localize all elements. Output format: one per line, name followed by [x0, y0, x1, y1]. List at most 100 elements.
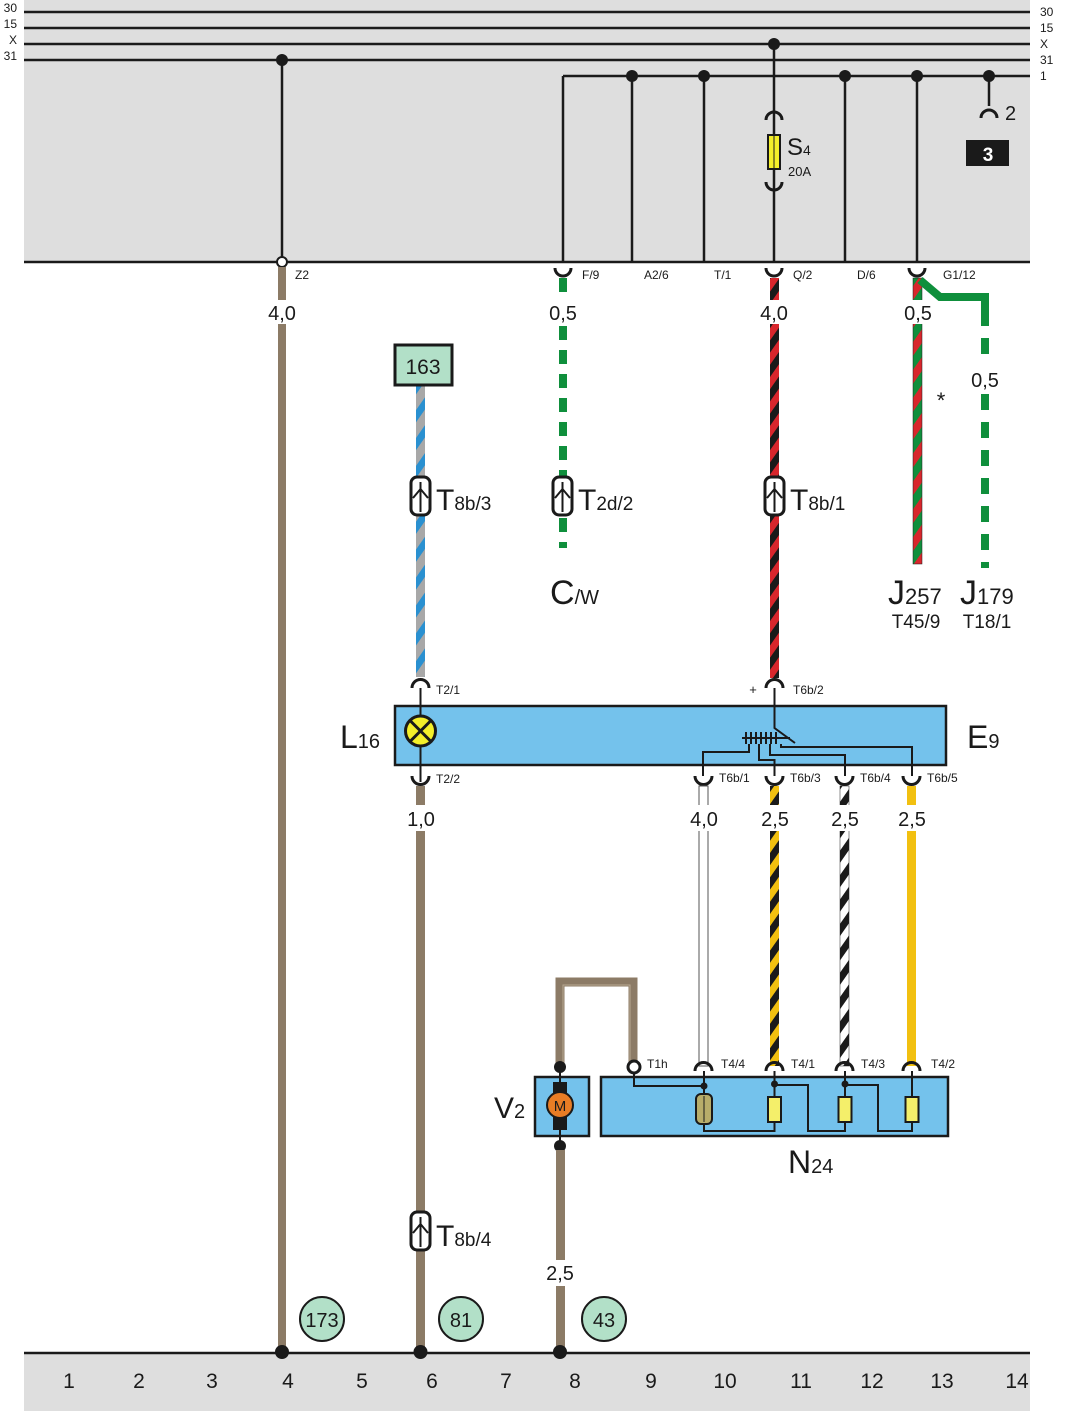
ground-ref-43: [581, 1296, 627, 1342]
junction-dot: [554, 1140, 566, 1152]
connector-cup-icon: [764, 1061, 785, 1072]
connector-cup-icon: [553, 267, 573, 278]
wire-size-bg: [967, 366, 1003, 394]
sheet-reference-box: [966, 140, 1009, 166]
connector-cup-icon: [979, 108, 999, 119]
connector-label: T8b/1: [790, 484, 845, 517]
wire-brown-col4: [278, 267, 286, 1354]
column-number: 8: [569, 1370, 581, 1393]
connector-cup-icon: [410, 775, 431, 786]
junction-dot: [626, 70, 638, 82]
motor-symbol: M: [554, 1098, 567, 1115]
rail-label-right-1: 1: [1040, 69, 1047, 83]
ground-point-z2-icon: [276, 256, 288, 268]
connector-cup-icon: [907, 267, 927, 278]
wire-size-t6b4: 2,5: [831, 809, 859, 831]
column-number: 14: [1005, 1370, 1029, 1393]
junction-dot: [554, 1061, 566, 1073]
wire-brown-col8: [556, 1150, 565, 1354]
wire-size-t2-2: 1,0: [407, 809, 435, 831]
column-number: 7: [500, 1370, 512, 1393]
wire-size-g1-green: 0,5: [971, 370, 999, 392]
rail-label-right-31: 31: [1040, 53, 1054, 67]
lamp-cross: [408, 719, 433, 743]
motor-v2-icon: [546, 1091, 574, 1119]
fuse-label: S4: [787, 134, 811, 161]
sheet-reference-number: 3: [983, 145, 994, 166]
connection-z2: Z2: [295, 268, 309, 282]
pin-t2-2: T2/2: [436, 772, 460, 786]
connector-cup-icon: [764, 678, 785, 689]
wire-size-bg: [685, 805, 723, 831]
junction-dot: [839, 70, 851, 82]
pin-t1h: T1h: [647, 1057, 668, 1071]
junction-dot: [276, 54, 288, 66]
junction-dot: [911, 70, 923, 82]
connection-q2: Q/2: [793, 268, 813, 282]
connector-cup-icon: [834, 1061, 855, 1072]
column-number: 13: [930, 1370, 953, 1393]
connection-f9: F/9: [582, 268, 600, 282]
ground-junction: [553, 1345, 567, 1359]
connector-cup-icon: [901, 1061, 922, 1072]
wire-size-t6b1: 4,0: [690, 809, 718, 831]
pin-t4-3: T4/3: [861, 1057, 885, 1071]
wire-red-green-g1: [912, 277, 923, 565]
ground-ref-43-label: 43: [593, 1310, 615, 1332]
wire-size-bg: [402, 805, 440, 831]
connection-t1: T/1: [714, 268, 732, 282]
wire-brown-t2-2: [416, 786, 425, 1354]
wire-size-bg: [826, 805, 864, 831]
connector-t8b3: T8b/3: [409, 475, 491, 517]
connector-cup-icon: [693, 1061, 714, 1072]
wire-yellow-t6b5: [907, 786, 916, 1066]
component-e9-housing: [393, 704, 948, 767]
connector-label: T2d/2: [578, 484, 633, 517]
ground-ref-81: [438, 1296, 484, 1342]
central-electrics-panel: [24, 0, 1030, 262]
pin-t4-2: T4/2: [931, 1057, 955, 1071]
junction-dot: [771, 1080, 778, 1088]
pin-t4-4: T4/4: [721, 1057, 745, 1071]
wire-size-bg: [542, 1260, 580, 1286]
connector-cup-icon: [410, 678, 431, 689]
rail-label-left-x: X: [9, 33, 17, 47]
pin-t6b1: T6b/1: [719, 771, 750, 785]
rail-label-right-x: X: [1040, 37, 1048, 51]
column-number: 4: [282, 1370, 294, 1393]
column-number: 11: [790, 1370, 812, 1393]
wire-brown-motor-loop: [555, 977, 638, 1068]
pin-t6b5: T6b/5: [927, 771, 958, 785]
rail-label-right-15: 15: [1040, 21, 1054, 35]
column-number: 3: [206, 1370, 218, 1393]
terminal-t1h-icon: [626, 1059, 642, 1075]
component-label-cw: C/W: [550, 574, 599, 612]
resistor-icon: [767, 1096, 782, 1123]
wire-size-q2: 4,0: [760, 303, 788, 325]
wire-size-t6b5: 2,5: [898, 809, 926, 831]
reference-number-163: 163: [405, 356, 440, 379]
rail-label-right-30: 30: [1040, 5, 1054, 19]
connector-cup-icon: [764, 267, 784, 278]
component-label-e9: E9: [967, 719, 999, 755]
pin-label-j179: T18/1: [963, 612, 1012, 633]
rail-label-left-15: 15: [4, 17, 18, 31]
asterisk-note: *: [937, 388, 946, 413]
wire-size-bg: [756, 300, 792, 324]
wire-size-f9: 0,5: [549, 303, 577, 325]
column-number-strip: [24, 1354, 1030, 1411]
connector-label: T8b/4: [436, 1220, 492, 1253]
fuse-cup-top-icon: [764, 110, 784, 121]
pin-t6b2: T6b/2: [793, 683, 824, 697]
pin-t4-1: T4/1: [791, 1057, 815, 1071]
ground-ref-173-label: 173: [305, 1310, 338, 1332]
rotary-switch-icon: [702, 688, 913, 776]
connection-g1-12: G1/12: [943, 268, 976, 282]
wire-loop-highlight: [562, 984, 631, 1068]
ground-ref-173: [299, 1296, 345, 1342]
pin-t6b4: T6b/4: [860, 771, 891, 785]
connector-cup-icon: [693, 775, 714, 786]
wire-size-bg: [756, 805, 794, 831]
